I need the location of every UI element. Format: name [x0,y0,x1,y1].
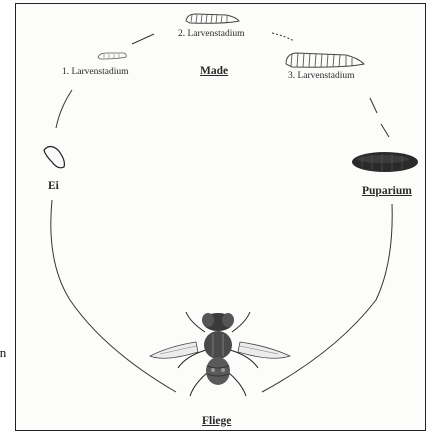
arc-stage3-to-puparium [370,98,377,113]
larva-medium-icon [186,14,239,23]
arc-fly-to-puparium [262,204,392,392]
arc-stage2-to-stage3 [272,33,294,41]
larva-large-icon [286,53,364,67]
arc-stage3-to-puparium-lower [381,124,389,137]
label-center: Made [200,66,228,78]
larva-small-icon [98,53,126,59]
left-edge-text: en [0,346,15,359]
label-stage1: 1. Larvenstadium [62,68,128,78]
puparium-icon [352,152,418,172]
label-egg: Ei [48,181,59,193]
label-stage2: 2. Larvenstadium [178,30,244,40]
arc-stage1-to-egg [56,90,72,128]
label-stage3: 3. Larvenstadium [288,72,354,82]
label-puparium: Puparium [362,186,412,198]
label-fly: Fliege [202,416,231,428]
arc-stage1-to-stage2 [132,34,154,44]
fly-icon [150,312,290,396]
arc-egg-to-fly [51,200,176,392]
egg-icon [44,147,64,168]
